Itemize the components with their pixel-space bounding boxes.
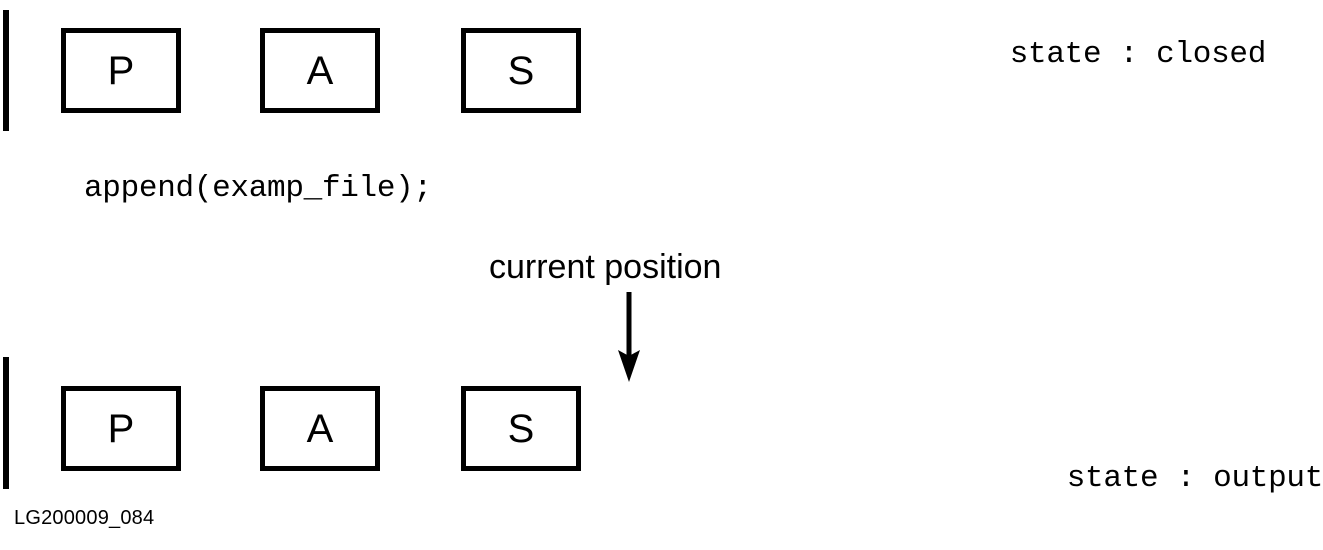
file-element-label: S — [507, 406, 535, 451]
file-element-label: A — [306, 406, 334, 451]
file-element-box-bottom-1: P — [61, 386, 181, 471]
change-bar-bottom — [3, 357, 9, 489]
file-element-label: S — [507, 48, 535, 93]
state-text-bottom: state : output examp_file^ : undefined e… — [0, 384, 1323, 550]
file-element-box-bottom-3: S — [461, 386, 581, 471]
state-line-1: state : output — [1066, 461, 1323, 496]
figure-id-caption: LG200009_084 — [14, 507, 155, 529]
file-element-label: P — [107, 406, 135, 451]
file-element-box-top-3: S — [461, 28, 581, 113]
code-statement: append(examp_file); — [84, 171, 432, 206]
file-element-box-bottom-2: A — [260, 386, 380, 471]
file-element-box-top-1: P — [61, 28, 181, 113]
current-position-label: current position — [489, 248, 722, 286]
state-text-top: state : closed — [1009, 37, 1267, 72]
change-bar-top — [3, 10, 9, 131]
file-element-label: P — [107, 48, 135, 93]
file-element-label: A — [306, 48, 334, 93]
file-element-box-top-2: A — [260, 28, 380, 113]
down-arrow-icon — [618, 292, 640, 382]
